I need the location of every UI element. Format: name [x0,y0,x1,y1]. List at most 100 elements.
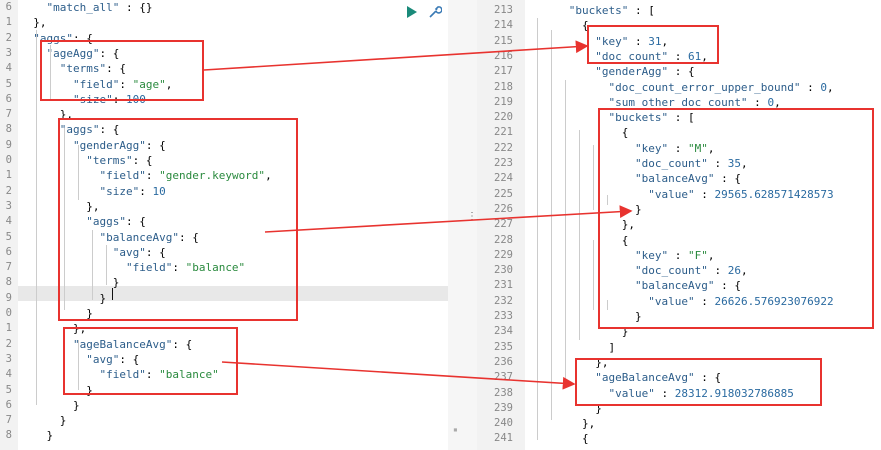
line-number: 0 [5,307,12,319]
line-number: 3 [5,352,12,365]
line-number: 4 [5,62,12,75]
indent-guide [593,145,594,210]
line-number: 226 [494,202,513,215]
code-line: "size": 10 [99,184,166,198]
line-number: 217 [494,65,513,78]
code-line: "avg": { [86,352,140,366]
code-line: "doc_count" : 35, [634,157,748,170]
code-line: "value" : 29565.628571428573 [648,187,834,201]
wrench-icon[interactable] [428,5,443,22]
code-line: "terms": { [86,154,153,167]
line-number: 1 [5,16,12,29]
code-line: "balanceAvg" : { [634,279,741,293]
line-number: 5 [5,383,12,396]
code-line: }, [20,108,73,122]
code-line: } [20,291,107,305]
code-line: }, [20,16,47,30]
indent-guide [607,300,608,310]
line-number: 8 [5,276,12,289]
code-line: } [20,429,54,443]
indent-guide [36,30,37,405]
code-line: "sum_other_doc_count" : 0, [608,95,781,109]
indent-guide [551,30,552,420]
annotation-box-gender-buckets [598,108,874,329]
line-number: 233 [494,310,513,322]
line-number: 7 [5,414,12,427]
pane-divider[interactable]: ⋮ ▪ [448,0,477,450]
annotation-box-key-doc-count [587,25,719,64]
indent-guide [607,195,608,205]
code-line: { [529,19,589,33]
line-number: 2 [5,31,12,44]
code-line: "buckets" : [ [568,4,655,17]
code-line: "doc_count" : 26, [634,264,748,278]
drag-handle-icon[interactable]: ⋮ [467,211,477,222]
line-number: 235 [494,340,513,353]
code-line: }, [20,199,100,213]
code-line: "ageBalanceAvg" : { [595,371,722,385]
code-line: "aggs": { [59,123,120,137]
line-number: 4 [5,368,12,381]
code-line: "genderAgg": { [72,138,166,152]
line-number: 3 [5,199,12,212]
indent-guide [64,128,65,310]
line-number: 225 [494,187,513,200]
code-line: "value" : 26626.576923076922 [648,294,834,308]
line-number: 240 [494,417,513,430]
line-number: 231 [494,279,513,292]
code-line: "balanceAvg": { [99,230,199,244]
current-line-highlight [18,286,448,301]
line-number: 5 [5,77,12,90]
line-number: 238 [494,386,513,399]
code-line: } [529,401,602,415]
code-line: "avg": { [112,245,166,259]
line-number: 8 [5,429,12,442]
line-number: 7 [5,108,12,121]
line-number: 6 [5,92,12,105]
line-number: 216 [494,49,513,62]
code-line: } [20,307,93,320]
annotation-box-age-balance-avg [63,327,238,395]
code-line: "doc_count" : 61, [595,49,708,63]
line-number: 2 [5,337,12,350]
code-line: "buckets" : [ [608,111,695,125]
line-number: 220 [494,111,513,124]
code-line: "field": "age", [72,77,173,91]
indent-guide [593,240,594,310]
line-number: 241 [494,432,513,445]
play-icon[interactable] [406,6,418,21]
line-number: 227 [494,218,513,231]
code-line: "balanceAvg" : { [634,172,741,186]
code-line: { [529,126,629,140]
code-line: } [529,202,642,216]
code-line: "key" : 31, [595,34,669,48]
line-number: 8 [5,123,12,136]
code-line: } [20,276,120,290]
code-line: } [20,414,67,428]
code-line: "aggs": { [86,215,146,229]
indent-guide [78,340,79,390]
code-line: } [20,398,80,412]
indent-guide [92,230,93,300]
annotation-box-age-agg [40,40,204,101]
line-number: 1 [5,322,12,335]
text-cursor [112,288,113,300]
code-line: { [529,233,629,247]
annotation-box-age-balance-value [575,358,822,406]
line-number: 239 [494,401,513,414]
code-line: "doc_count_error_upper_bound" : 0, [608,80,834,94]
line-number: 219 [494,95,513,108]
line-number: 7 [5,261,12,274]
line-number: 1 [5,169,12,182]
code-line: "ageAgg": { [46,46,120,60]
indent-guide [50,45,51,100]
code-line: "field": "balance" [125,261,246,275]
indent-guide [537,18,538,440]
line-number: 237 [494,371,513,384]
code-line: "ageBalanceAvg": { [72,337,193,351]
code-line: { [529,432,589,446]
line-number: 6 [5,398,12,411]
line-number: 232 [494,294,513,307]
